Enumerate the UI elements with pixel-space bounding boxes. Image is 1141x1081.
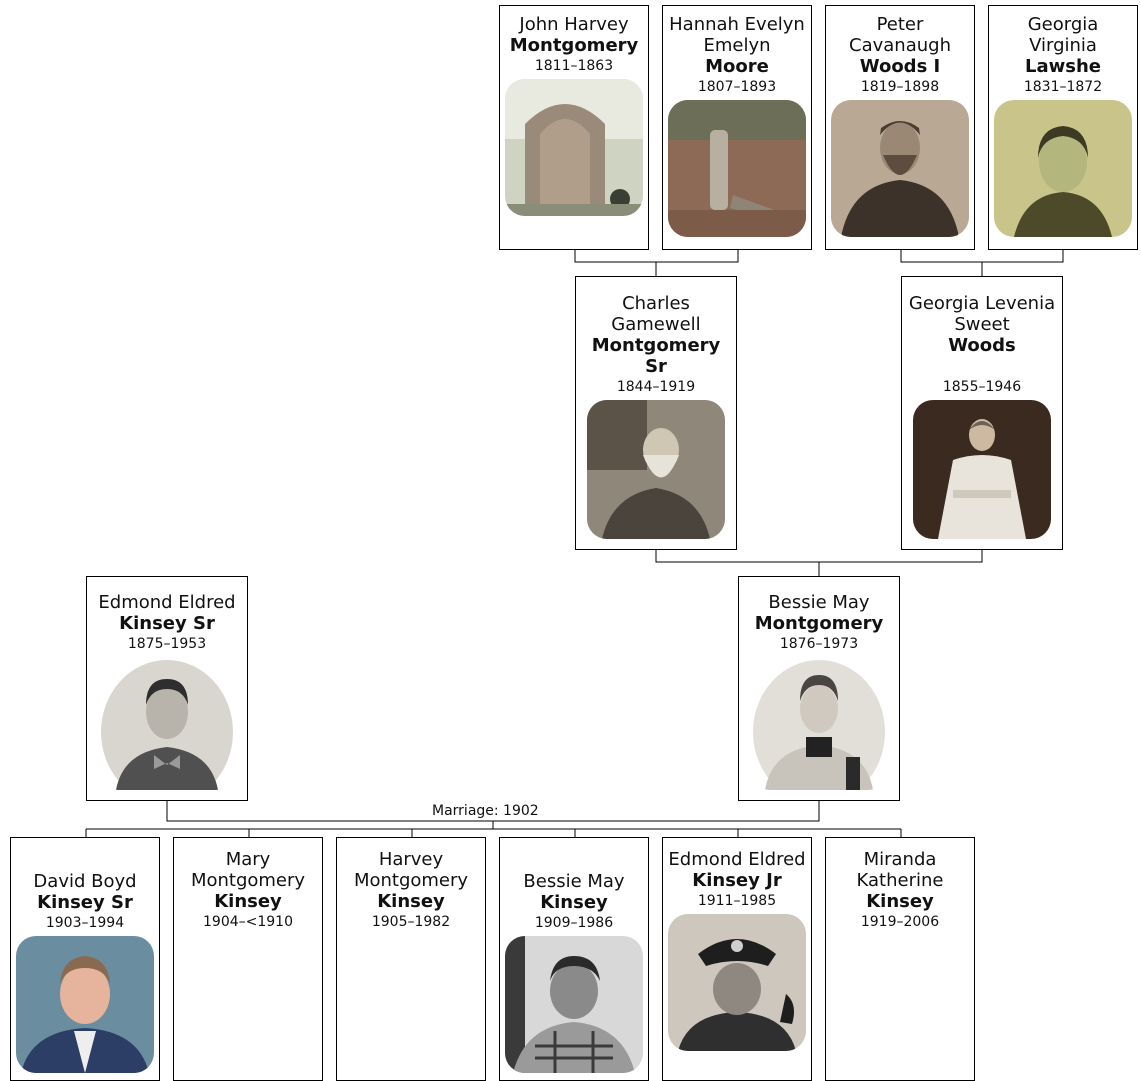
- given-name: John Harvey: [519, 14, 629, 35]
- person-card-bessie-may-montgomery[interactable]: Bessie May Montgomery 1876–1973: [738, 576, 900, 801]
- person-name: Hannah Evelyn Emelyn Moore: [663, 14, 811, 77]
- bearded-man-photo: [831, 100, 969, 237]
- surname: Kinsey Jr: [692, 870, 782, 891]
- person-card-miranda-kinsey[interactable]: Miranda Katherine Kinsey 1919–2006: [825, 837, 975, 1081]
- given-name: Edmond Eldred: [668, 849, 806, 870]
- person-card-edmond-kinsey-jr[interactable]: Edmond Eldred Kinsey Jr 1911–1985: [662, 837, 812, 1081]
- surname: Kinsey Sr: [119, 613, 215, 634]
- given-name: Miranda Katherine: [856, 849, 944, 891]
- grave-marker-photo: [668, 100, 806, 237]
- life-years: 1819–1898: [860, 79, 940, 95]
- given-name: Edmond Eldred: [98, 592, 236, 613]
- given-name: Bessie May: [768, 592, 870, 613]
- life-years: 1875–1953: [127, 636, 207, 652]
- life-years: 1904–<1910: [203, 914, 293, 930]
- given-name: David Boyd: [33, 871, 137, 892]
- person-name: Peter Cavanaugh Woods I: [826, 14, 974, 77]
- life-years: 1876–1973: [779, 636, 859, 652]
- surname: Kinsey Sr: [37, 892, 133, 913]
- life-years: 1807–1893: [697, 79, 777, 95]
- person-name: Mary Montgomery Kinsey: [174, 849, 322, 912]
- person-name: Edmond Eldred Kinsey Sr: [95, 592, 238, 634]
- person-card-charles-montgomery-sr[interactable]: Charles Gamewell Montgomery Sr 1844–1919: [575, 276, 737, 550]
- given-name: Bessie May: [523, 871, 625, 892]
- young-woman-photo: [750, 657, 888, 790]
- person-card-edmond-kinsey-sr[interactable]: Edmond Eldred Kinsey Sr 1875–1953: [86, 576, 248, 801]
- life-years: 1903–1994: [45, 915, 125, 931]
- person-name: Bessie May Montgomery: [752, 592, 887, 634]
- life-years: 1905–1982: [371, 914, 451, 930]
- person-card-georgia-levenia-woods[interactable]: Georgia Levenia Sweet Woods 1855–1946: [901, 276, 1063, 550]
- given-name: Georgia Levenia Sweet: [908, 293, 1056, 335]
- surname: Kinsey: [866, 891, 934, 912]
- person-card-bessie-may-kinsey[interactable]: Bessie May Kinsey 1909–1986: [499, 837, 649, 1081]
- life-years: 1811–1863: [534, 58, 614, 74]
- person-name: John Harvey Montgomery: [507, 14, 642, 56]
- person-name: Edmond Eldred Kinsey Jr: [665, 849, 808, 891]
- person-name: Charles Gamewell Montgomery Sr: [576, 293, 736, 377]
- person-name: Harvey Montgomery Kinsey: [337, 849, 485, 912]
- life-years: 1855–1946: [942, 379, 1022, 395]
- person-card-harvey-kinsey[interactable]: Harvey Montgomery Kinsey 1905–1982: [336, 837, 486, 1081]
- person-name: Bessie May Kinsey: [520, 871, 627, 913]
- given-name: Hannah Evelyn Emelyn: [669, 14, 805, 56]
- surname: Montgomery: [754, 613, 884, 634]
- person-card-mary-kinsey[interactable]: Mary Montgomery Kinsey 1904–<1910: [173, 837, 323, 1081]
- given-name: Peter Cavanaugh: [849, 14, 951, 56]
- life-years: 1911–1985: [697, 893, 777, 909]
- surname: Woods I: [859, 56, 941, 77]
- life-years: 1919–2006: [860, 914, 940, 930]
- person-card-john-harvey-montgomery[interactable]: John Harvey Montgomery 1811–1863: [499, 5, 649, 250]
- gravestone-photo: [505, 79, 643, 216]
- person-card-david-kinsey-sr[interactable]: David Boyd Kinsey Sr 1903–1994: [10, 837, 160, 1081]
- given-name: Charles Gamewell: [611, 293, 701, 335]
- woman-portrait-photo: [994, 100, 1132, 237]
- surname: Moore: [705, 56, 769, 77]
- marriage-label: Marriage: 1902: [430, 803, 541, 820]
- surname: Woods: [948, 335, 1016, 356]
- person-name: Georgia Levenia Sweet Woods: [902, 293, 1062, 356]
- seated-man-photo: [587, 400, 725, 539]
- surname: Lawshe: [1025, 56, 1101, 77]
- woman-glasses-photo: [505, 936, 643, 1073]
- person-name: Georgia Virginia Lawshe: [989, 14, 1137, 77]
- person-card-georgia-virginia-lawshe[interactable]: Georgia Virginia Lawshe 1831–1872: [988, 5, 1138, 250]
- surname: Montgomery Sr: [591, 335, 721, 377]
- standing-woman-photo: [913, 400, 1051, 539]
- man-color-photo: [16, 936, 154, 1073]
- person-name: David Boyd Kinsey Sr: [30, 871, 139, 913]
- person-card-hannah-moore[interactable]: Hannah Evelyn Emelyn Moore 1807–1893: [662, 5, 812, 250]
- person-card-peter-woods[interactable]: Peter Cavanaugh Woods I 1819–1898: [825, 5, 975, 250]
- man-bowtie-photo: [98, 657, 236, 790]
- person-name: Miranda Katherine Kinsey: [826, 849, 974, 912]
- life-years: 1831–1872: [1023, 79, 1103, 95]
- surname: Kinsey: [540, 892, 608, 913]
- life-years: 1909–1986: [534, 915, 614, 931]
- given-name: Georgia Virginia: [1027, 14, 1099, 56]
- life-years: 1844–1919: [616, 379, 696, 395]
- surname: Montgomery: [509, 35, 639, 56]
- man-uniform-photo: [668, 914, 806, 1051]
- surname: Kinsey: [377, 891, 445, 912]
- surname: Kinsey: [214, 891, 282, 912]
- given-name: Mary Montgomery: [190, 849, 306, 891]
- given-name: Harvey Montgomery: [353, 849, 469, 891]
